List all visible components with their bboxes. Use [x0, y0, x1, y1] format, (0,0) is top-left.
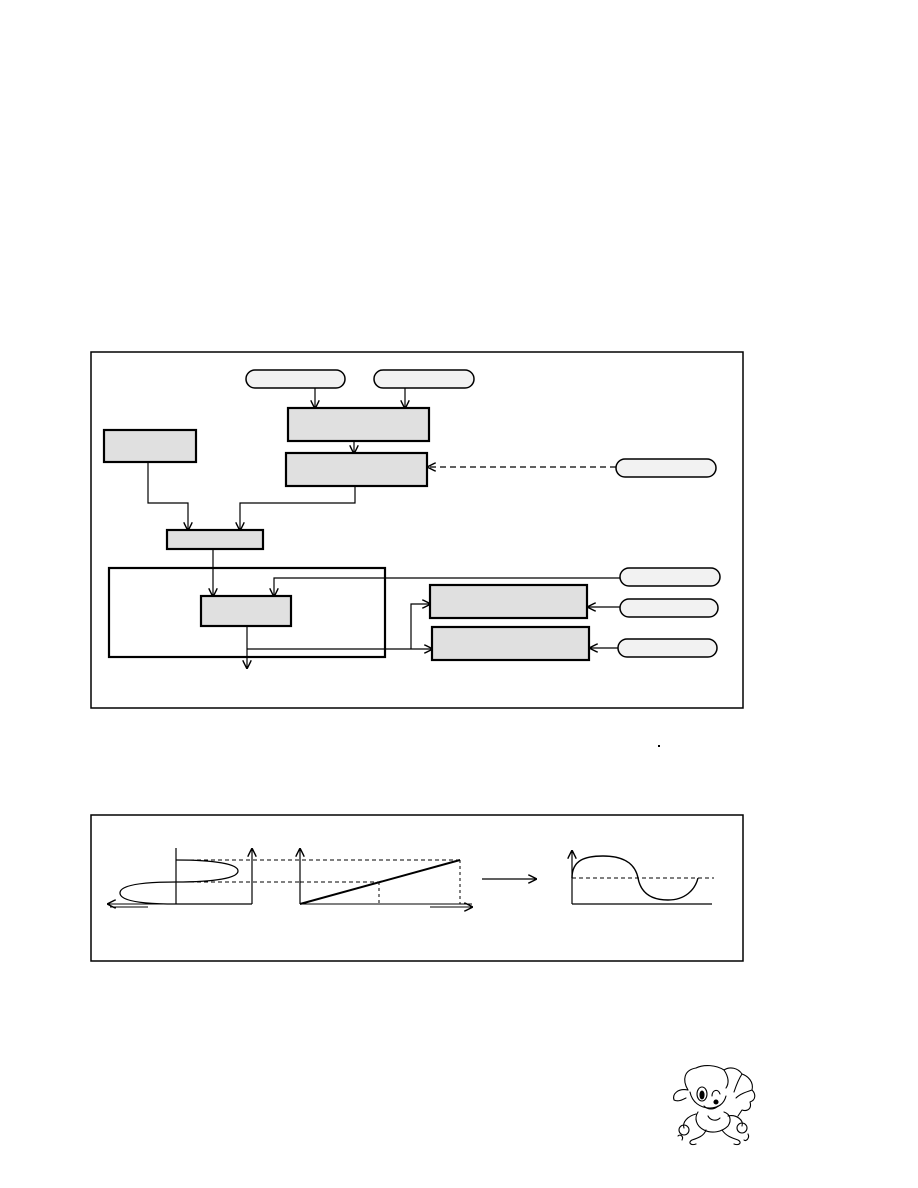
waveform-diagram-frame — [90, 814, 744, 962]
block-diagram — [90, 351, 744, 709]
merge-bar — [165, 528, 265, 551]
stray-dot — [658, 745, 660, 747]
ramp-line — [299, 859, 461, 905]
lower-process-box — [284, 451, 429, 488]
upper-process-box — [286, 406, 431, 443]
output-wave-curve — [571, 855, 699, 901]
right-input-pill-1 — [619, 567, 721, 587]
control-input-pill — [615, 458, 717, 478]
input-sine-panel — [108, 848, 460, 907]
feedback-line-to-unit — [274, 577, 620, 596]
waveform-diagram — [90, 814, 744, 962]
right-input-pill-3 — [617, 638, 718, 658]
right-input-pill-2 — [619, 598, 719, 618]
top-input-right-pill — [373, 369, 475, 389]
inner-unit-box — [199, 594, 293, 628]
branch-to-right-upper — [410, 604, 430, 649]
left-source-box — [102, 428, 198, 464]
top-input-left-pill — [245, 369, 346, 389]
hedgehog-mascot-icon — [673, 1065, 756, 1146]
ramp-panel — [300, 849, 472, 907]
arrow-lower-process-to-merge — [240, 486, 356, 530]
output-wave-panel — [571, 851, 714, 905]
right-process-lower-box — [430, 625, 591, 662]
sideways-sine-curve — [119, 859, 239, 905]
arrow-left-source-to-merge — [147, 462, 188, 530]
right-process-upper-box — [428, 583, 589, 620]
block-diagram-frame — [90, 351, 744, 709]
